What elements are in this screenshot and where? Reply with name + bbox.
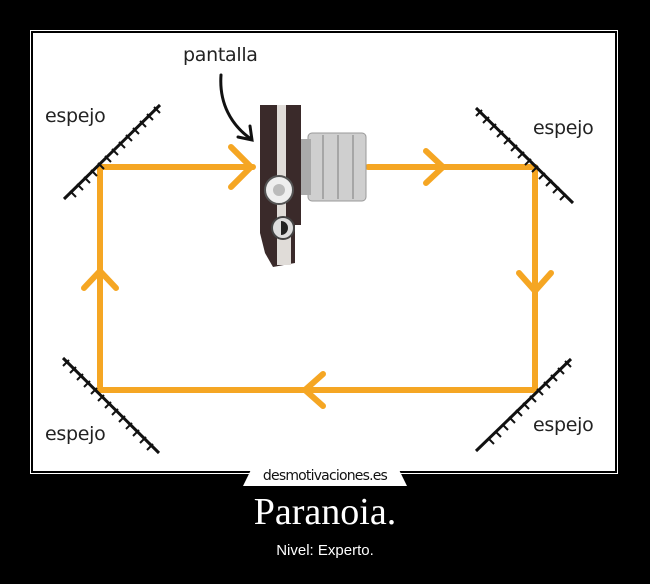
mirror-label-bottom-left: espejo bbox=[45, 423, 106, 445]
mirror-label-top-left: espejo bbox=[45, 105, 106, 127]
arrow-right-icon bbox=[423, 148, 446, 186]
mirror-bottom-left bbox=[61, 356, 161, 455]
arrow-right-icon bbox=[228, 144, 254, 190]
poster-title: Paranoia. bbox=[253, 491, 397, 533]
mirror-label-bottom-right: espejo bbox=[533, 414, 594, 436]
mirror-top-right bbox=[474, 106, 575, 205]
mirror-loop-diagram bbox=[61, 73, 575, 455]
mirror-label-top-right: espejo bbox=[533, 117, 594, 139]
poster-image: pantalla espejo espejo espejo espejo bbox=[33, 33, 615, 471]
arrow-left-icon bbox=[302, 371, 326, 409]
arrow-down-icon bbox=[516, 270, 554, 294]
camera-icon bbox=[260, 105, 367, 267]
poster-subtitle: Nivel: Experto. bbox=[276, 542, 374, 559]
arrow-up-icon bbox=[81, 268, 119, 291]
light-beam bbox=[81, 144, 554, 409]
mirror-top-left bbox=[62, 103, 162, 201]
mirror-bottom-right bbox=[474, 357, 573, 453]
watermark-tab: desmotivaciones.es bbox=[243, 466, 407, 486]
camera-screen-label: pantalla bbox=[183, 44, 258, 66]
watermark-text: desmotivaciones.es bbox=[262, 468, 388, 484]
pointer-arrow-icon bbox=[219, 73, 254, 142]
